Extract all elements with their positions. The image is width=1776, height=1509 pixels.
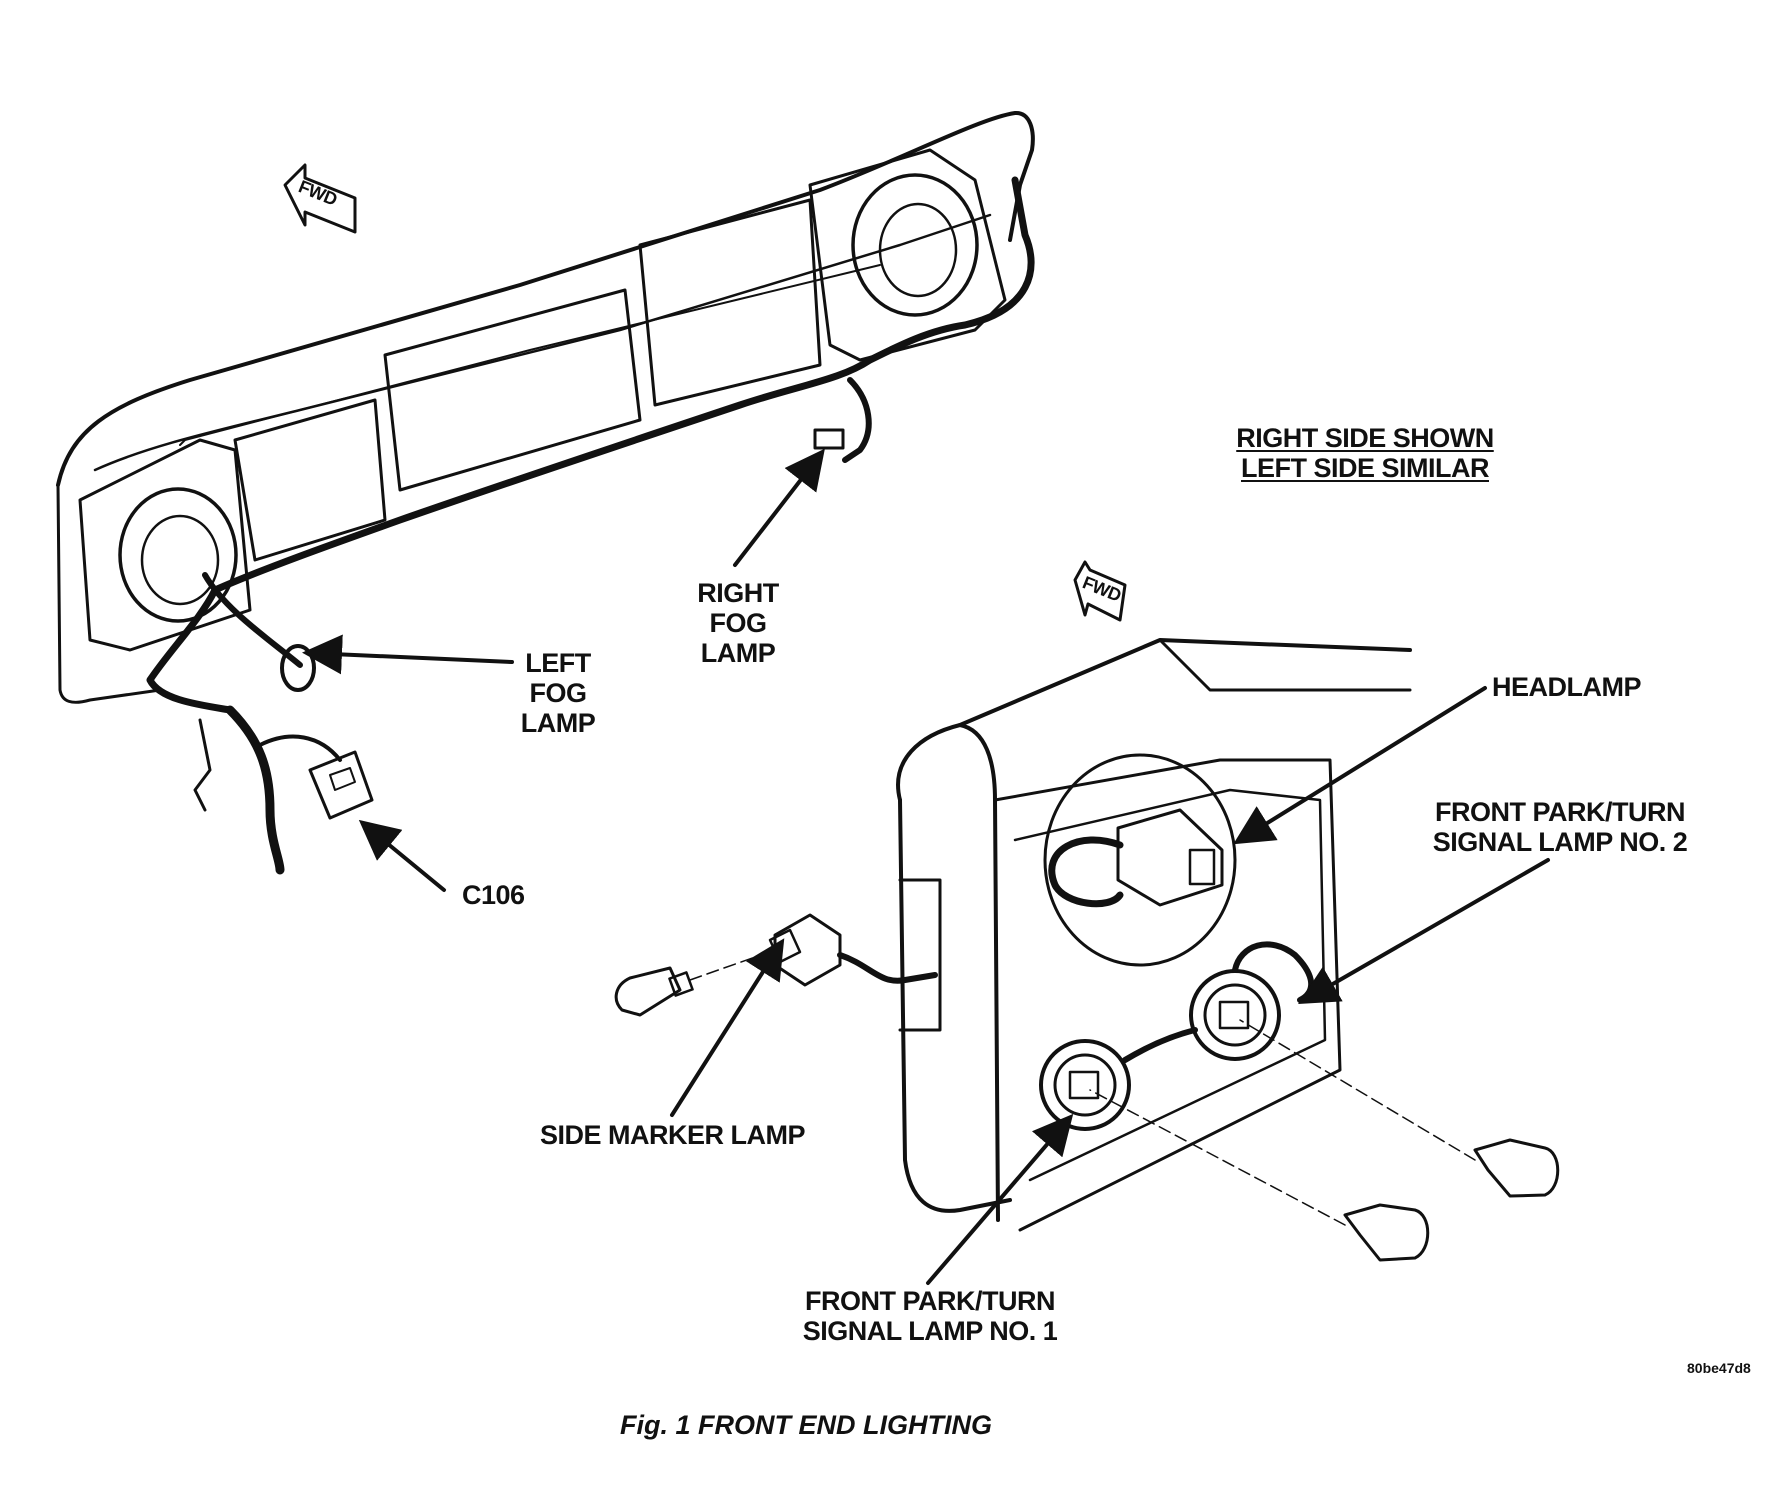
label-left-fog-lamp: LEFT FOG LAMP	[520, 648, 596, 738]
side-marker-bulb	[614, 949, 776, 1017]
side-marker-socket	[768, 913, 938, 987]
label-headlamp: HEADLAMP	[1492, 672, 1642, 702]
leader-arrows	[302, 448, 1550, 1285]
fwd-arrow-top	[283, 163, 357, 234]
label-park-turn-lamp-2: FRONT PARK/TURN SIGNAL LAMP NO. 2	[1432, 797, 1688, 857]
label-right-fog-lamp: RIGHT FOG LAMP	[697, 578, 779, 668]
label-park-turn-lamp-1: FRONT PARK/TURN SIGNAL LAMP NO. 1	[802, 1286, 1058, 1346]
lamp-assembly	[896, 638, 1412, 1232]
figure-caption: Fig. 1 FRONT END LIGHTING	[620, 1410, 992, 1440]
c106-connector	[193, 705, 374, 875]
label-side-marker-lamp: SIDE MARKER LAMP	[540, 1120, 806, 1150]
image-code: 80be47d8	[1687, 1360, 1751, 1376]
grille-panel	[56, 111, 1035, 714]
park-turn-bulb-2	[1239, 1019, 1560, 1198]
note-text: RIGHT SIDE SHOWN LEFT SIDE SIMILAR	[1236, 423, 1494, 483]
park-turn-bulb-1	[1089, 1089, 1430, 1262]
label-c106: C106	[462, 880, 525, 910]
fwd-arrow-right	[1073, 560, 1127, 622]
